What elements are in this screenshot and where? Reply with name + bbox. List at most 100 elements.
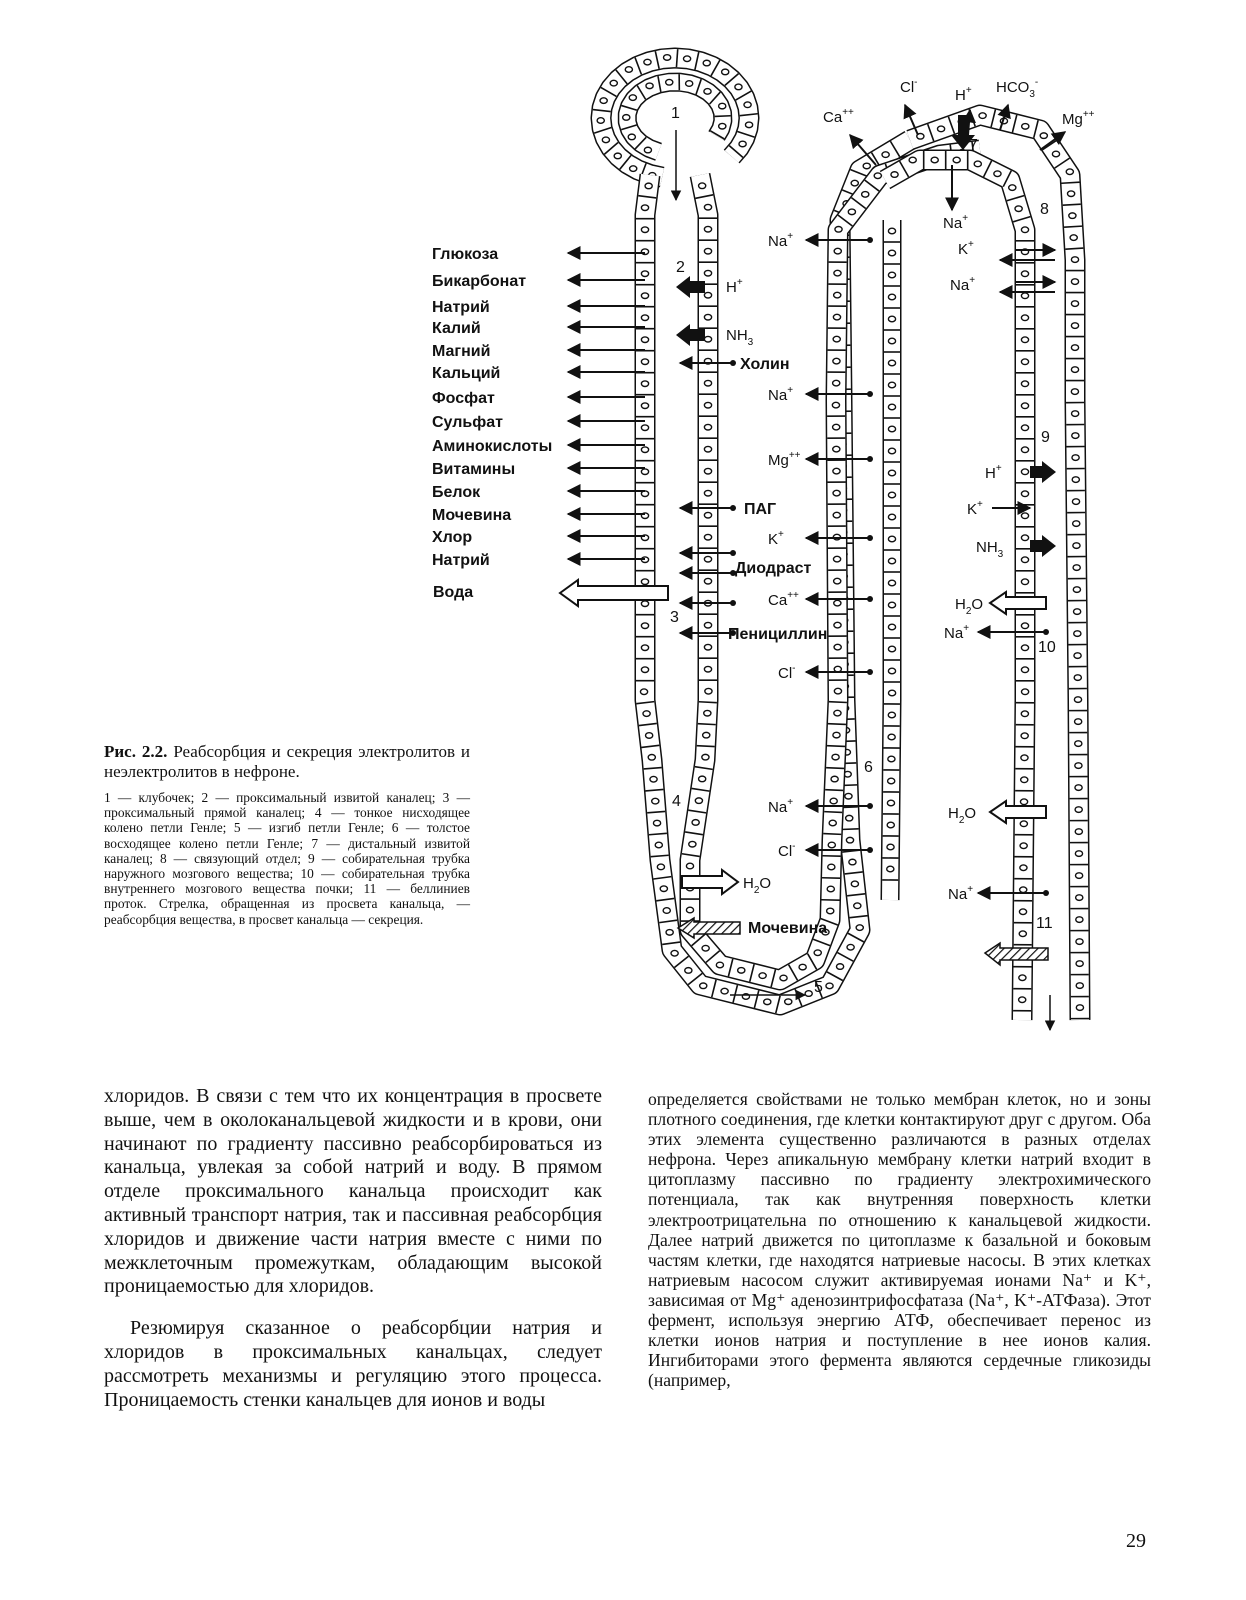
- cell-border: [697, 746, 715, 747]
- secreted-substance-label: Пенициллин: [728, 626, 827, 643]
- cell-border: [1063, 204, 1081, 205]
- cell-border: [825, 790, 843, 791]
- inner-wall-left: [681, 142, 980, 987]
- cell-border: [841, 829, 859, 830]
- cell-border: [828, 724, 846, 725]
- secreted-substance-label: Холин: [740, 356, 790, 373]
- substance-label: Глюкоза: [432, 246, 498, 263]
- segment-number: 7: [969, 137, 978, 154]
- arrow-origin-dot: [1043, 890, 1049, 896]
- collecting-ion: K+: [967, 499, 983, 518]
- loop-water-label: H2O: [743, 875, 771, 896]
- secreted-substance-label: Диодраст: [735, 560, 812, 577]
- cell-border: [1061, 182, 1079, 183]
- substance-label: Аминокислоты: [432, 438, 552, 455]
- segment-number: 3: [670, 609, 679, 626]
- segment-number: 5: [814, 979, 823, 996]
- distal-ion: Na+: [943, 213, 968, 232]
- arrow-origin-dot: [730, 360, 736, 366]
- cell-border: [699, 702, 717, 703]
- arrow-origin-dot: [867, 456, 873, 462]
- distal-ion: HCO3-: [996, 77, 1038, 100]
- connecting-ion: Na+: [950, 275, 975, 294]
- water-label: Вода: [433, 584, 473, 601]
- cell-border: [1064, 226, 1082, 227]
- collecting-ion: NH3: [976, 539, 1004, 560]
- arrow-origin-dot: [867, 847, 873, 853]
- substance-label: Хлор: [432, 529, 472, 546]
- substance-label: Мочевина: [432, 507, 511, 524]
- cell-border: [829, 702, 847, 703]
- outer-wall-right: [910, 109, 1089, 1020]
- segment-number: 6: [864, 759, 873, 776]
- cell-border: [827, 746, 845, 747]
- substance-label: Белок: [432, 484, 481, 501]
- paragraph: хлоридов. В связи с тем что их концентра…: [104, 1085, 602, 1299]
- reabsorbed-ion: Na+: [768, 385, 793, 404]
- arrow-origin-dot: [867, 669, 873, 675]
- figure-labels: ГлюкозаБикарбонатНатрийКалийМагнийКальци…: [432, 77, 1095, 996]
- segment-number: 2: [676, 259, 685, 276]
- caption-title: Рис. 2.2. Реабсорбция и секреция электро…: [104, 742, 470, 782]
- collecting-ion: H2O: [948, 805, 976, 826]
- collecting-ion: H2O: [955, 596, 983, 617]
- segment-number: 8: [1040, 201, 1049, 218]
- tubule-walls: [593, 49, 1089, 1020]
- reabsorbed-ion: Cl-: [778, 663, 796, 682]
- secreted-ion: NH3: [726, 327, 754, 348]
- substance-label: Витамины: [432, 461, 515, 478]
- segment-number: 11: [1036, 915, 1053, 932]
- arrow-origin-dot: [867, 535, 873, 541]
- caption-legend: 1 — клубочек; 2 — проксимальный извитой …: [104, 790, 470, 927]
- arrow-origin-dot: [730, 505, 736, 511]
- substance-label: Калий: [432, 320, 481, 337]
- substance-label: Фосфат: [432, 390, 495, 407]
- substance-label: Кальций: [432, 365, 500, 382]
- arrow-origin-dot: [867, 237, 873, 243]
- reabsorbed-ion: Cl-: [778, 841, 796, 860]
- arrow-origin-dot: [867, 391, 873, 397]
- collecting-ion: Na+: [944, 623, 969, 642]
- reabsorbed-ion: Mg++: [768, 450, 801, 469]
- secreted-substance-label: ПАГ: [744, 501, 776, 518]
- distal-ion: Cl-: [900, 77, 918, 96]
- distal-ion: Ca++: [823, 107, 854, 126]
- cell-border: [698, 724, 716, 725]
- figure-number: Рис. 2.2.: [104, 742, 167, 761]
- reabsorbed-ion: Na+: [768, 231, 793, 250]
- cell-border: [823, 834, 841, 835]
- cell-border: [715, 116, 731, 117]
- substance-label: Натрий: [432, 299, 490, 316]
- substance-label: Бикарбонат: [432, 273, 526, 290]
- substance-label: Сульфат: [432, 414, 503, 431]
- cell-border: [826, 768, 844, 769]
- arrow-origin-dot: [867, 803, 873, 809]
- secreted-ion: H+: [726, 277, 743, 296]
- ascending-limb-inner: [882, 220, 900, 900]
- distal-ion: H+: [955, 85, 972, 104]
- reabsorbed-ion: K+: [768, 529, 784, 548]
- distal-ion: Mg++: [1062, 109, 1095, 128]
- connecting-ion: K+: [958, 239, 974, 258]
- segment-number: 10: [1038, 639, 1056, 656]
- urea-label: Мочевина: [748, 920, 827, 937]
- segment-number: 4: [672, 793, 681, 810]
- substance-label: Магний: [432, 343, 490, 360]
- collecting-ion: H+: [985, 463, 1002, 482]
- arrow-origin-dot: [730, 600, 736, 606]
- reabsorbed-ion: Na+: [768, 797, 793, 816]
- page-number: 29: [1126, 1530, 1146, 1553]
- cell-border: [824, 812, 842, 813]
- figure-caption: Рис. 2.2. Реабсорбция и секреция электро…: [104, 742, 470, 927]
- substance-label: Натрий: [432, 552, 490, 569]
- text-column-left: хлоридов. В связи с тем что их концентра…: [104, 1085, 602, 1412]
- segment-number: 9: [1041, 429, 1050, 446]
- paragraph: определяется свойствами не только мембра…: [648, 1089, 1151, 1390]
- reabsorbed-ion: Ca++: [768, 590, 799, 609]
- segment-number: 1: [671, 105, 680, 122]
- arrow-origin-dot: [1043, 629, 1049, 635]
- collecting-ion: Na+: [948, 884, 973, 903]
- paragraph: Резюмируя сказанное о реабсорбции натрия…: [104, 1317, 602, 1412]
- text-column-right: определяется свойствами не только мембра…: [648, 1089, 1151, 1390]
